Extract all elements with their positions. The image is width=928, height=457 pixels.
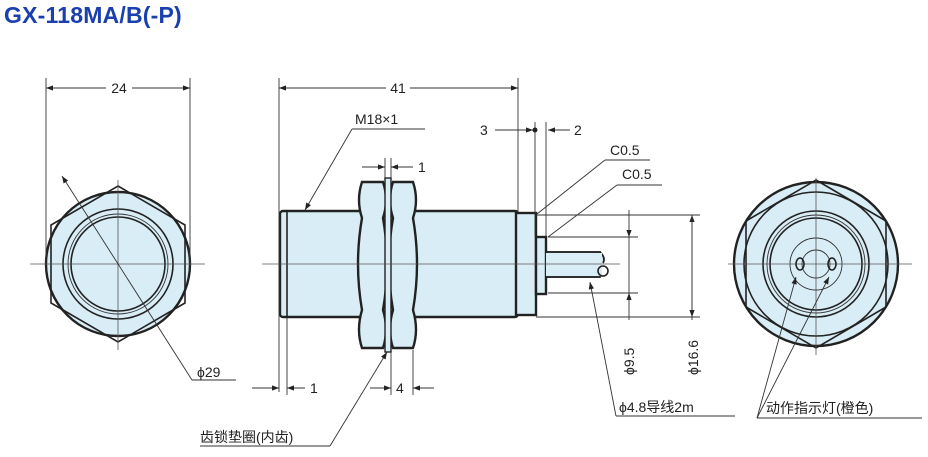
indicator-led-right: [827, 257, 837, 271]
phi-9-5-label: ϕ9.5: [621, 347, 637, 375]
dim-2-label: 2: [574, 122, 582, 138]
chamfer-label-2: C0.5: [622, 166, 652, 182]
dim-41-label: 41: [390, 80, 406, 96]
dim-4-label: 4: [396, 380, 404, 396]
model-title: GX-118MA/B(-P): [4, 2, 182, 28]
dim-1-washer-label: 1: [418, 159, 426, 175]
lead-wire-label: ϕ4.8导线2m: [619, 399, 694, 415]
phi-29-label: ϕ29: [197, 364, 221, 380]
phi-16-6-label: ϕ16.6: [685, 340, 701, 375]
dim-1-thread-label: 1: [310, 380, 318, 396]
rear-view: 动作指示灯(橙色): [728, 178, 922, 419]
lock-washer-label: 齿锁垫圈(内齿): [200, 429, 293, 445]
indicator-led-left: [795, 257, 805, 271]
side-view: 41 M18×1 1 3 2 C0.5 C0.5 ϕ9.5: [200, 78, 735, 447]
phi29-leader: [61, 175, 193, 381]
front-view: 24 ϕ29: [30, 78, 236, 381]
thread-label: M18×1: [355, 111, 398, 127]
dim-3-label: 3: [480, 122, 488, 138]
dim-24-label: 24: [111, 80, 127, 96]
chamfer-label-1: C0.5: [610, 142, 640, 158]
indicator-label: 动作指示灯(橙色): [766, 400, 873, 416]
